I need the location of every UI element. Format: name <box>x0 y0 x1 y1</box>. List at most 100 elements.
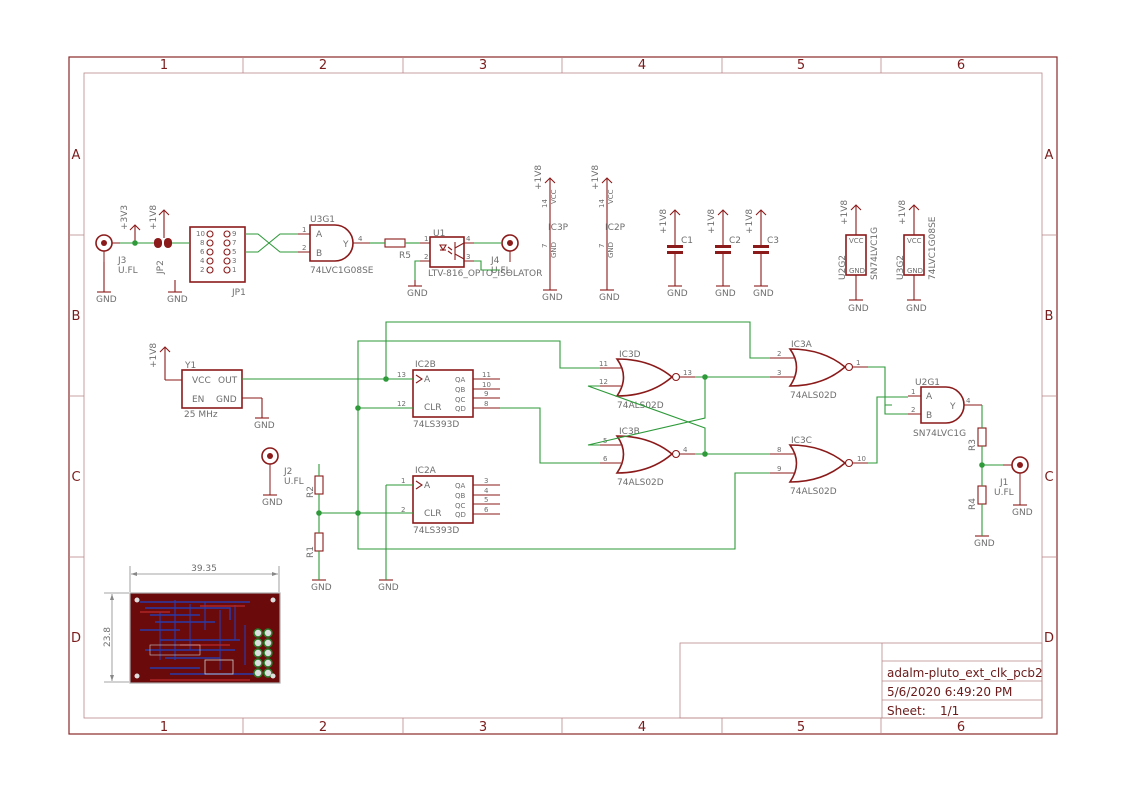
j3-value: U.FL <box>118 266 138 276</box>
ic3p-gnd-pin: 7 <box>541 244 549 248</box>
y1-pin-vcc: VCC <box>192 376 211 386</box>
jp1-pin-1: 1 <box>232 266 236 274</box>
c2-supply: +1V8 <box>707 209 717 234</box>
u2g1-name: U2G1 <box>915 378 940 388</box>
jp1-pin-8: 8 <box>200 239 204 247</box>
row-label-right-b: B <box>1045 309 1054 324</box>
ic2a-out-qc: QC <box>455 502 466 510</box>
pcb-height-dimension: 23.8 <box>103 627 113 647</box>
ic2b-pin-a: A <box>424 375 431 385</box>
row-label-right-c: C <box>1044 470 1053 485</box>
col-label-bottom-5: 5 <box>797 720 805 735</box>
col-label-bottom-6: 6 <box>957 720 965 735</box>
j3-connector: J3 U.FL <box>95 234 138 276</box>
u2g1-value: SN74LVC1G <box>913 429 966 439</box>
u3g2-name: U3G2 <box>896 255 906 280</box>
col-label-top-5: 5 <box>797 58 805 73</box>
j1-name: J1 <box>999 478 1008 488</box>
gnd-label-u2g2: GND <box>848 304 869 314</box>
gnd-symbol-u1: GND <box>407 280 428 299</box>
u3g1-name: U3G1 <box>310 215 335 225</box>
svg-text:3: 3 <box>466 253 470 261</box>
r2-resistor: R2 <box>306 475 324 498</box>
ic3a-in-pin-2: 2 <box>777 350 781 358</box>
jp1-pin-4: 4 <box>200 257 205 265</box>
ic3d-out-pin-13: 13 <box>683 369 692 377</box>
col-label-bottom-4: 4 <box>638 720 646 735</box>
u3g1-pin-y: Y <box>342 240 349 250</box>
j3-name: J3 <box>117 256 126 266</box>
ic3p-vcc-label: VCC <box>550 189 558 204</box>
row-label-right-d: D <box>1044 631 1054 646</box>
ic3a-nor-gate: 2 3 1 IC3A 74ALS02D <box>770 340 868 401</box>
ic2b-out-pin-8: 8 <box>484 400 488 408</box>
pcb-traces <box>140 600 260 681</box>
ic2b-out-qd: QD <box>455 405 466 413</box>
ic2p-supply: +1V8 <box>591 165 601 190</box>
c3-supply: +1V8 <box>745 209 755 234</box>
gnd-label-ic3p: GND <box>542 293 563 303</box>
ic2b-name: IC2B <box>415 360 436 370</box>
sheet-frame: 1 2 3 4 5 6 1 2 3 4 5 6 A B C D A B C D <box>68 56 1058 735</box>
y1-pin-gnd: GND <box>216 395 237 405</box>
u1-value: LTV-816_OPTO_ISOLATOR <box>428 269 542 279</box>
r4-name: R4 <box>968 498 978 510</box>
r1-name: R1 <box>306 546 316 558</box>
ic3c-nor-gate: 8 9 10 IC3C 74ALS02D <box>770 436 868 497</box>
ic2a-in-pin-1: 1 <box>401 477 405 485</box>
svg-text:1: 1 <box>911 388 915 396</box>
ic3c-out-pin-10: 10 <box>857 455 866 463</box>
ic3p-vcc-pin: 14 <box>541 199 549 208</box>
ic3c-value: 74ALS02D <box>790 487 837 497</box>
ic3d-in-pin-11: 11 <box>599 360 608 368</box>
ic2b-out-qa: QA <box>455 376 466 384</box>
ic2a-out-pin-6: 6 <box>484 506 489 514</box>
ic3b-out-pin-4: 4 <box>683 446 688 454</box>
c2-capacitor: +1V8 C2 GND <box>707 209 741 299</box>
ic2a-name: IC2A <box>415 466 437 476</box>
u1-opto-isolator: 1 2 4 3 U1 LTV-816_OPTO_ISOLATOR <box>420 229 542 279</box>
ic3a-out-pin-1: 1 <box>856 359 860 367</box>
u2g2-power-symbol: +1V8 VCC GND U2G2 SN74LVC1G GND <box>838 200 880 314</box>
wires <box>120 233 1003 580</box>
ic2b-out-pin-10: 10 <box>482 381 491 389</box>
ic3p-name: IC3P <box>548 223 569 233</box>
gnd-symbol-j3: GND <box>96 262 117 305</box>
ic3c-in-pin-8: 8 <box>777 446 781 454</box>
ic2a-counter: A CLR QA QB QC QD 1 2 3 4 5 6 IC2A 74LS3… <box>401 466 500 536</box>
j1-value: U.FL <box>994 488 1014 498</box>
gnd-label-r1: GND <box>311 583 332 593</box>
j4-value: U.FL <box>491 266 511 276</box>
svg-text:2: 2 <box>424 253 428 261</box>
u3g1-value: 74LVC1G08SE <box>310 266 374 276</box>
ic2a-out-pin-3: 3 <box>484 477 488 485</box>
gnd-label-y1: GND <box>254 421 275 431</box>
r4-resistor: R4 GND <box>968 485 995 549</box>
u3g2-vcc-label: VCC <box>907 237 922 245</box>
pcb-header-pads <box>134 597 276 679</box>
j1-connector: J1 U.FL GND <box>994 456 1033 518</box>
u3g1-pin-a: A <box>316 230 323 240</box>
gnd-label-ic2p: GND <box>599 293 620 303</box>
svg-text:1: 1 <box>424 235 428 243</box>
ic2b-out-pin-11: 11 <box>482 371 491 379</box>
ic2p-gnd-label: GND <box>607 242 615 258</box>
j4-connector: J4 U.FL <box>490 234 519 276</box>
jp2-jumper: JP2 <box>154 238 172 275</box>
ic2b-value: 74LS393D <box>413 420 459 430</box>
y1-pin-en: EN <box>192 395 204 405</box>
u2g1-pin-b: B <box>926 411 932 421</box>
ic2b-pin-clr: CLR <box>424 403 442 413</box>
c1-supply: +1V8 <box>659 209 669 234</box>
ic2p-vcc-label: VCC <box>607 189 615 204</box>
ic3c-name: IC3C <box>791 436 812 446</box>
gnd-symbol-ic2a: GND <box>378 579 399 593</box>
ic2a-out-qb: QB <box>455 492 466 500</box>
ic3b-nor-gate: 5 6 4 IC3B 74ALS02D <box>600 427 695 488</box>
row-label-left-a: A <box>72 148 81 163</box>
c2-name: C2 <box>729 236 741 246</box>
ic3a-in-pin-3: 3 <box>777 369 781 377</box>
gnd-symbol-jp1: GND <box>167 280 188 305</box>
title-block: adalm-pluto_ext_clk_pcb2 5/6/2020 6:49:2… <box>679 642 1043 719</box>
